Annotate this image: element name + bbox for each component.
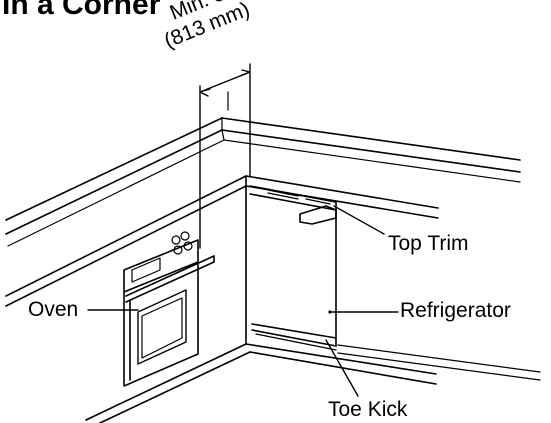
upper-soffit-left bbox=[5, 117, 225, 247]
toe-kick-leader bbox=[325, 339, 359, 397]
page-title: In a Corner bbox=[2, 0, 161, 21]
callout-refrigerator: Refrigerator bbox=[400, 299, 511, 322]
top-trim-leader bbox=[333, 205, 385, 235]
dimension-marker bbox=[199, 63, 251, 249]
oven-unit bbox=[123, 231, 215, 387]
countertop-left bbox=[5, 175, 247, 307]
countertop-right bbox=[245, 175, 439, 219]
callout-oven: Oven bbox=[28, 298, 79, 321]
upper-soffit-right bbox=[221, 117, 521, 183]
callout-toe-kick: Toe Kick bbox=[328, 398, 408, 421]
callout-top-trim: Top Trim bbox=[388, 232, 469, 255]
floor-lines bbox=[85, 343, 541, 423]
refrigerator-unit bbox=[249, 185, 337, 351]
refrigerator-dot-marker bbox=[328, 310, 332, 314]
